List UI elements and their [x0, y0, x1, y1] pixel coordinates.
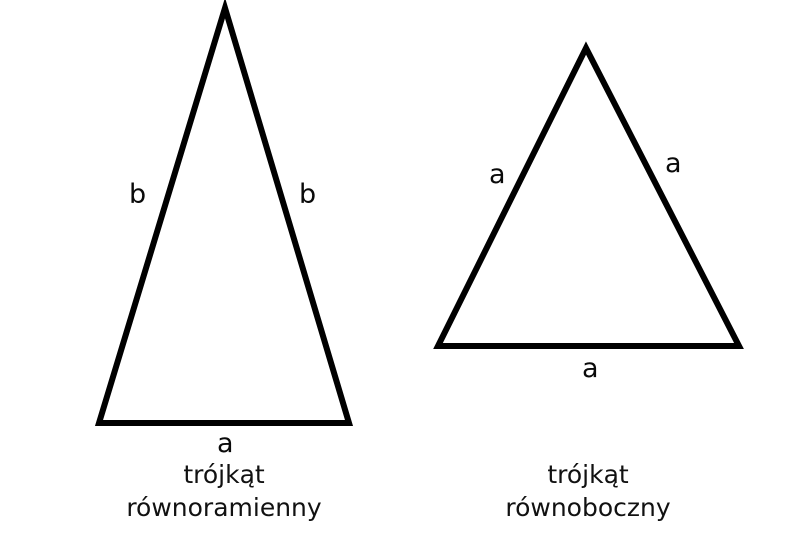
equilateral-caption-line-1: trójkąt [547, 460, 629, 489]
equilateral-triangle-shape [433, 41, 744, 349]
equilateral-right-side-label: a [665, 148, 682, 179]
isosceles-right-leg-label: b [299, 179, 317, 210]
isosceles-left-leg-label: b [129, 179, 147, 210]
isosceles-caption-line-2: równoramienny [126, 492, 322, 522]
isosceles-triangle-shape [94, 0, 354, 426]
equilateral-base-label: a [582, 353, 599, 384]
isosceles-triangle-caption: trójkąt równoramienny [74, 459, 374, 524]
equilateral-triangle-caption: trójkąt równoboczny [438, 459, 738, 524]
equilateral-caption-line-2: równoboczny [505, 492, 671, 522]
equilateral-left-side-label: a [489, 159, 506, 190]
isosceles-base-label: a [217, 428, 234, 459]
isosceles-caption-line-1: trójkąt [183, 460, 265, 489]
